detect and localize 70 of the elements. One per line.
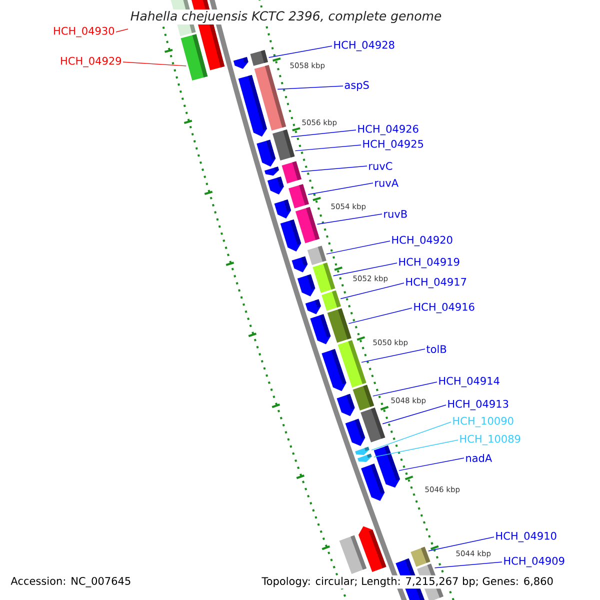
gene-block [336, 394, 355, 416]
leader-line [277, 86, 344, 90]
gene-block [358, 454, 372, 462]
leader-line [361, 348, 426, 363]
gene-block [272, 130, 295, 161]
gene-label: HCH_04930 [54, 26, 114, 38]
leader-line [372, 382, 438, 396]
footer-text: Topology: circular; Length: 7,215,267 bp; Genes: 6,860 [260, 575, 555, 589]
gene-label: HCH_10090 [453, 416, 514, 428]
gene-label: HCH_04919 [399, 258, 460, 268]
gene-label: HCH_04910 [496, 532, 556, 542]
gene-label: HCH_04913 [448, 400, 508, 410]
gene-block [312, 262, 336, 293]
gene-block [250, 50, 268, 66]
gene-label: HCH_04909 [504, 556, 564, 568]
gene-block [322, 290, 341, 311]
gene-label: HCH_04916 [414, 302, 474, 314]
leader-line [382, 404, 446, 424]
gene-label: ruvB [384, 210, 407, 218]
leader-line [290, 130, 356, 138]
gene-block [297, 274, 316, 296]
leader-line [371, 422, 452, 450]
title: Hahella chejuensis KCTC 2396, complete genome [128, 9, 444, 25]
gene-label: nadA [466, 454, 492, 462]
gene-label: HCH_04928 [334, 40, 394, 52]
gene-label: HCH_04917 [406, 278, 466, 288]
leader-line [348, 308, 412, 324]
gene-label: ruvC [369, 162, 392, 170]
gene-block [180, 34, 208, 81]
footer-text: Accession: NC_007645 [9, 575, 133, 589]
gene-block [345, 418, 366, 446]
gene-block [360, 408, 386, 442]
gene-block [361, 464, 385, 501]
gene-label: HCH_10089 [460, 434, 520, 446]
gene-label: tolB [426, 344, 446, 354]
gene-label: HCH_04925 [363, 140, 424, 150]
leader-line [316, 214, 382, 225]
gene-block [233, 57, 248, 69]
gene-block [355, 446, 370, 456]
gene-block [410, 546, 430, 567]
gene-label: ruvA [375, 179, 398, 187]
leader-line [122, 62, 186, 66]
gene-block [264, 166, 279, 176]
gene-block [322, 349, 346, 392]
leader-line [434, 562, 502, 568]
leader-line [398, 458, 464, 471]
leader-line [428, 536, 494, 552]
leader-line [374, 440, 458, 458]
gene-block [288, 184, 309, 208]
leader-line [332, 262, 398, 276]
leader-line [326, 240, 390, 254]
gene-label: HCH_04926 [358, 124, 418, 136]
gene-label: HCH_04920 [392, 236, 452, 246]
gene-label: aspS [344, 81, 369, 91]
leader-line [308, 182, 374, 195]
leader-line [116, 28, 128, 32]
gene-block [282, 161, 302, 184]
gene-label: HCH_04929 [61, 56, 122, 68]
gene-block [339, 535, 367, 574]
gene-block [307, 246, 326, 266]
gene-block [274, 200, 291, 219]
gene-block [295, 206, 320, 244]
leader-line [300, 166, 368, 172]
gene-block [292, 256, 308, 272]
leader-line [294, 144, 362, 152]
gene-block [327, 308, 352, 343]
gene-block [238, 74, 267, 137]
gene-block [305, 299, 321, 314]
gene-block [352, 384, 374, 411]
gene-label: HCH_04914 [439, 376, 500, 388]
